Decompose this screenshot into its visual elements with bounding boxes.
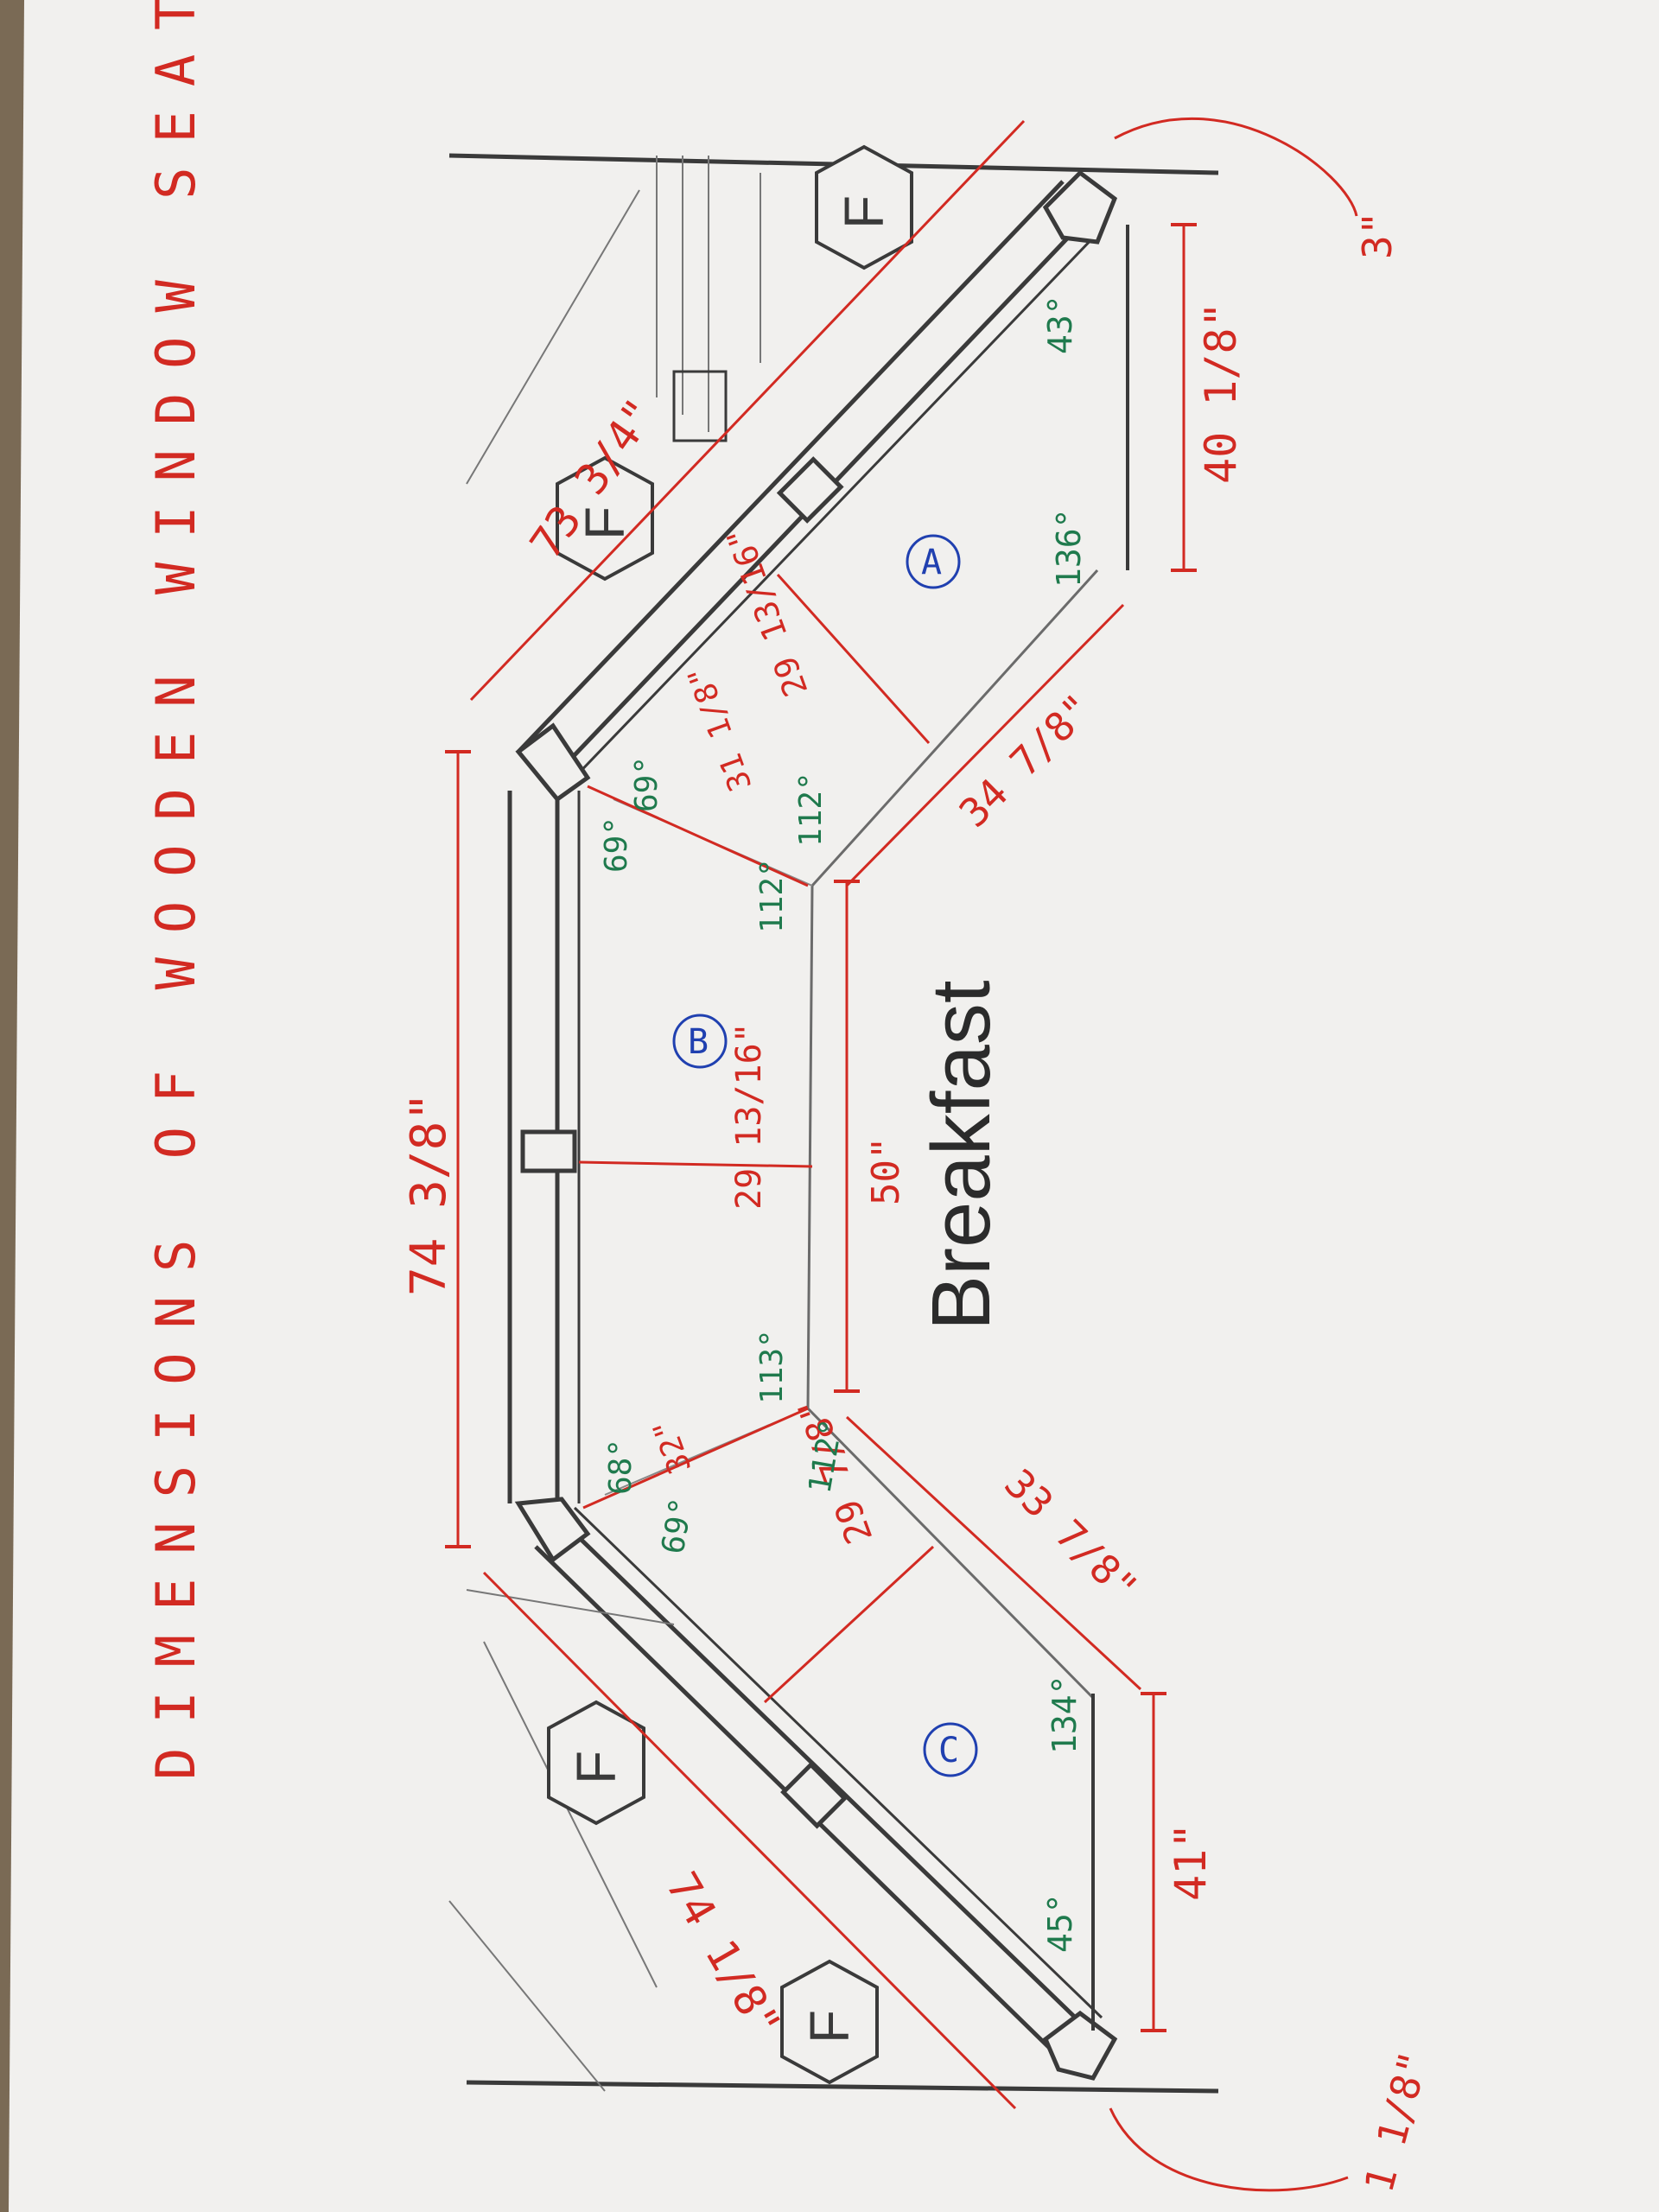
measurement-lines	[445, 118, 1358, 2192]
label-offset-right: 3"	[1354, 212, 1401, 259]
dim-line-diag-right	[587, 785, 809, 887]
mullion-right	[776, 456, 844, 524]
offset-arc-left	[1109, 2107, 1349, 2192]
room-label: Breakfast	[915, 980, 1007, 1331]
dim-line-c-front	[845, 1415, 1142, 1691]
wall-hatching	[448, 156, 761, 2092]
paper-sheet	[9, 0, 1659, 2212]
label-top-wall: 74 3/8"	[401, 1092, 457, 1296]
angle-b-right-2: 112°	[793, 772, 829, 847]
angle-a-outer: 136°	[1050, 508, 1088, 588]
label-a-side: 40 1/8"	[1196, 302, 1246, 484]
fixtures: F F F F	[547, 144, 913, 2085]
fixture-f-bottom: F	[780, 1959, 879, 2085]
dim-line-a-front	[845, 603, 1125, 887]
angle-c-outer: 134°	[1046, 1675, 1084, 1754]
wall-line-bottom	[466, 2080, 1219, 2094]
angle-top-right-1: 69°	[599, 817, 634, 873]
section-c-marker: C	[923, 1722, 978, 1777]
fixture-f-left: F	[547, 1700, 645, 1826]
dim-line-a-depth	[776, 573, 931, 745]
dim-line-left-angled	[482, 1571, 1017, 2110]
angle-b-left-1: 113°	[754, 1329, 790, 1404]
page-title: DIMENSIONS OF WOODEN WINDOW SEAT	[144, 0, 207, 1780]
section-b-marker: B	[672, 1014, 728, 1069]
angle-b-right-1: 112°	[754, 858, 790, 933]
angle-top-right-2: 69°	[629, 756, 664, 812]
corner-post-top-left	[514, 1497, 591, 1563]
section-a-marker: A	[906, 534, 961, 589]
room-label-group: Breakfast	[915, 980, 1007, 1331]
dim-line-c-depth	[763, 1545, 935, 1704]
mullion-left	[780, 1761, 848, 1829]
fixture-label: F	[833, 195, 895, 229]
corner-post-top-right	[515, 722, 591, 803]
angle-top-left-1: 68°	[603, 1439, 639, 1495]
floor-plan	[448, 153, 1219, 2094]
corner-post-right-end	[1042, 169, 1118, 245]
seat-outline	[806, 569, 1099, 1700]
label-c-side: 41"	[1166, 1823, 1216, 1901]
corner-post-left-end	[1042, 2010, 1118, 2081]
dim-line-center-depth	[578, 1160, 813, 1168]
window-frame-detail	[672, 370, 728, 442]
dim-ticks	[445, 223, 1197, 2032]
section-a-label: A	[921, 543, 942, 582]
window-wall-right-sill	[569, 232, 1099, 784]
label-center-front: 50"	[864, 1137, 908, 1205]
dim-line-diag-left	[582, 1407, 809, 1510]
section-c-label: C	[938, 1731, 959, 1770]
label-center-depth: 29 13/16"	[729, 1022, 769, 1210]
fixture-label: F	[798, 2010, 861, 2044]
section-b-label: B	[688, 1022, 709, 1062]
window-wall-left-inner	[560, 1519, 1090, 2032]
mullion-center	[520, 1129, 577, 1173]
angle-a-inner: 43°	[1041, 295, 1079, 354]
fixture-label: F	[565, 1751, 627, 1784]
offset-arc-right	[1114, 118, 1358, 217]
fixture-f-top: F	[815, 144, 913, 270]
title-group: DIMENSIONS OF WOODEN WINDOW SEAT	[144, 0, 207, 1780]
angle-c-inner: 45°	[1041, 1893, 1079, 1953]
dim-line-right-angled	[469, 119, 1026, 702]
fixture-label: F	[574, 506, 636, 540]
section-labels: A B C	[672, 534, 978, 1777]
window-wall-left-sill	[573, 1506, 1103, 2019]
window-wall-right-outer	[517, 180, 1065, 753]
fixture-f-right: F	[556, 455, 654, 582]
